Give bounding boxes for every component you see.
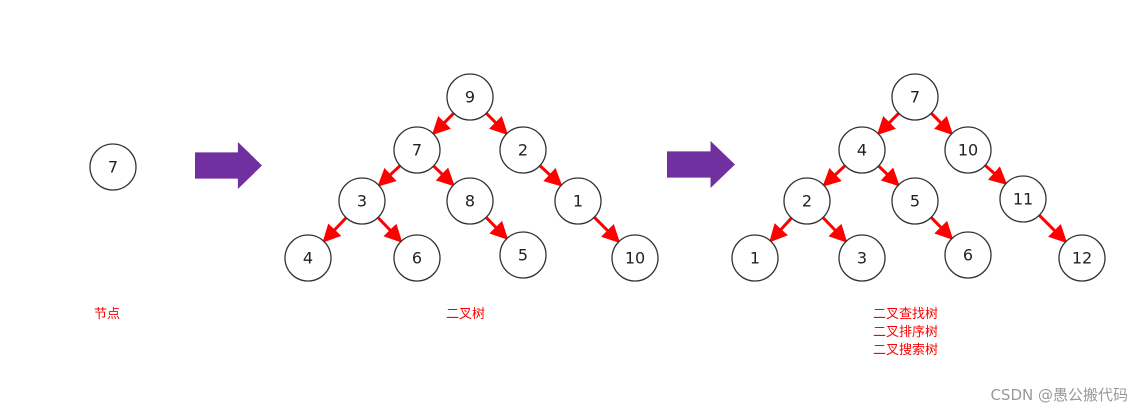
binary-search-tree-edge xyxy=(876,110,902,136)
arrow-2-icon xyxy=(667,141,735,188)
node-value: 7 xyxy=(108,158,118,177)
binary-search-tree-node: 3 xyxy=(838,234,886,282)
binary-tree-edge xyxy=(377,163,403,187)
binary-tree-node: 2 xyxy=(499,126,547,174)
binary-search-tree-node: 2 xyxy=(783,177,831,225)
binary-tree-edge xyxy=(375,215,403,243)
node-value: 5 xyxy=(910,192,920,211)
binary-search-tree-node: 11 xyxy=(999,175,1047,223)
node-value: 9 xyxy=(465,88,475,107)
binary-tree-node: 9 xyxy=(446,73,494,121)
watermark: CSDN @愚公搬代码 xyxy=(990,386,1128,404)
binary-search-tree-edge xyxy=(876,163,900,187)
node-value: 4 xyxy=(857,141,867,160)
node-value: 7 xyxy=(910,88,920,107)
caption-bst-line-3: 二叉搜索树 xyxy=(873,343,939,358)
node-value: 11 xyxy=(1013,190,1033,209)
binary-search-tree-node: 6 xyxy=(944,231,992,279)
node-value: 1 xyxy=(573,192,583,211)
binary-tree-edge xyxy=(431,163,455,187)
binary-tree-edge xyxy=(591,214,621,244)
binary-search-tree-edge xyxy=(928,214,954,241)
binary-search-tree-edge xyxy=(982,162,1008,186)
node-value: 2 xyxy=(802,192,812,211)
arrow-1-icon xyxy=(195,142,262,189)
node-value: 3 xyxy=(857,249,867,268)
binary-search-tree-node: 7 xyxy=(891,73,939,121)
binary-search-tree-edge xyxy=(928,110,954,136)
node-value: 6 xyxy=(412,249,422,268)
tree-edges xyxy=(322,110,1068,244)
node-value: 1 xyxy=(750,249,760,268)
caption-bst-line-2: 二叉排序树 xyxy=(873,325,939,340)
binary-tree-node: 8 xyxy=(446,177,494,225)
binary-search-tree-edge xyxy=(822,163,848,187)
node-value: 7 xyxy=(412,141,422,160)
binary-search-tree-node: 4 xyxy=(838,126,886,174)
binary-search-tree-edge xyxy=(1036,212,1068,244)
binary-tree-edge xyxy=(322,215,349,243)
binary-search-tree-edge xyxy=(820,215,848,243)
binary-tree-node: 10 xyxy=(611,234,659,282)
binary-search-tree-node: 5 xyxy=(891,177,939,225)
node-value: 10 xyxy=(625,249,645,268)
node-value: 3 xyxy=(357,192,367,211)
binary-tree-node: 6 xyxy=(393,234,441,282)
binary-tree-node: 1 xyxy=(554,177,602,225)
node-value: 2 xyxy=(518,141,528,160)
binary-tree-edge xyxy=(431,110,457,136)
caption-node: 节点 xyxy=(94,307,121,322)
binary-tree-edge xyxy=(483,214,509,241)
caption-binary-tree: 二叉树 xyxy=(446,307,486,322)
binary-search-tree-node: 12 xyxy=(1058,234,1106,282)
binary-tree-node: 4 xyxy=(284,234,332,282)
binary-tree-edge xyxy=(537,163,563,187)
binary-search-tree-node: 10 xyxy=(944,126,992,174)
caption-bst-line-1: 二叉查找树 xyxy=(873,307,939,322)
node-value: 5 xyxy=(518,246,528,265)
transition-arrows xyxy=(195,141,735,189)
binary-search-tree-node: 1 xyxy=(731,234,779,282)
caption-bst: 二叉查找树 二叉排序树 二叉搜索树 xyxy=(873,306,938,360)
node-value: 12 xyxy=(1072,249,1092,268)
node-value: 6 xyxy=(963,246,973,265)
node-value: 8 xyxy=(465,192,475,211)
node-value: 4 xyxy=(303,249,313,268)
single-node: 7 xyxy=(89,143,137,191)
binary-tree-node: 5 xyxy=(499,231,547,279)
binary-search-tree-edge xyxy=(769,215,794,243)
binary-tree-edge xyxy=(483,110,509,136)
node-value: 10 xyxy=(958,141,978,160)
binary-tree-node: 3 xyxy=(338,177,386,225)
binary-tree-node: 7 xyxy=(393,126,441,174)
